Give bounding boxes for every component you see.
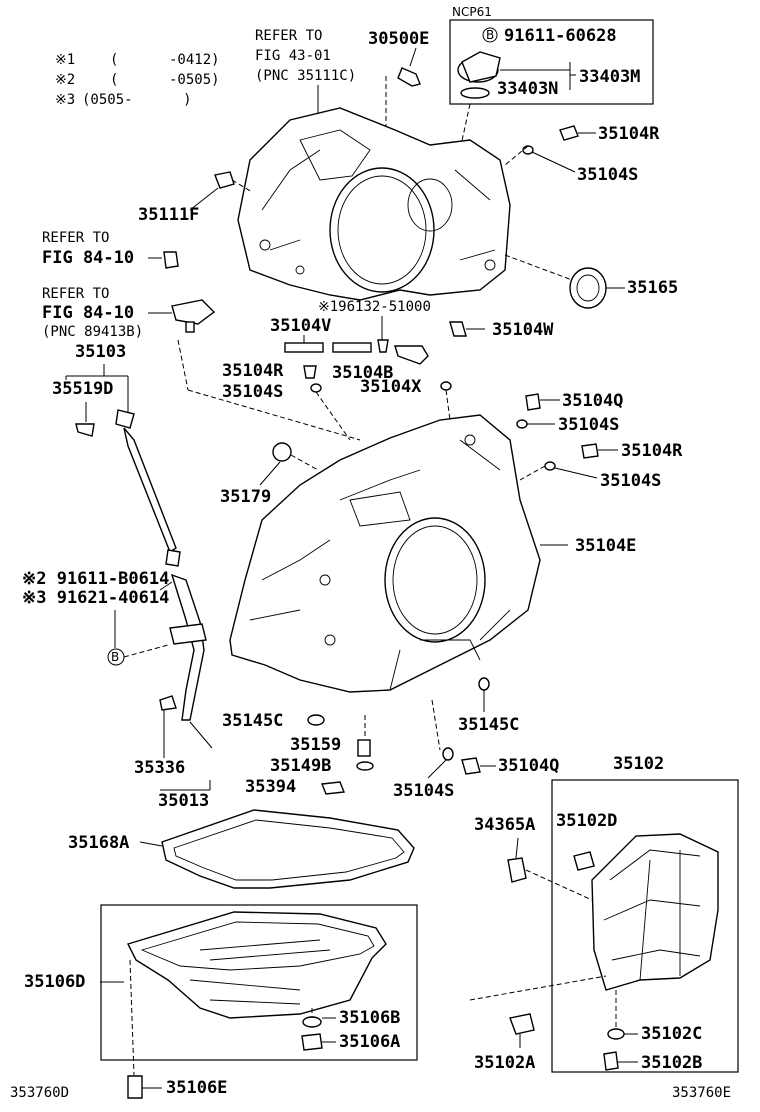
part-35102-box: 34365A 35102D 35102C 35102B 35102A bbox=[469, 779, 739, 1073]
part-speed-sensor bbox=[171, 299, 216, 333]
label-35336: 35336 bbox=[134, 758, 185, 778]
legend-range-1: ( -0412) bbox=[110, 52, 220, 68]
refer-fig84a-line2: FIG 84-10 bbox=[42, 248, 134, 268]
label-35106E: 35106E bbox=[166, 1078, 227, 1098]
label-35104S-top: 35104S bbox=[577, 165, 638, 185]
ncp61-box: NCP61 B 91611-60628 33403M 33403N bbox=[449, 5, 654, 151]
refer-fig84b-line1: REFER TO bbox=[42, 286, 109, 302]
label-35165: 35165 bbox=[627, 278, 678, 298]
label-35149B: 35149B bbox=[270, 756, 331, 776]
part-fig84a-bolt bbox=[163, 251, 179, 269]
label-35104R-top: 35104R bbox=[598, 124, 660, 144]
label-35104Q-bot: 35104Q bbox=[498, 756, 559, 776]
refer-fig43-line2: FIG 43-01 bbox=[255, 48, 331, 64]
part-35179: 35179 bbox=[220, 442, 319, 507]
part-35168A: 35168A bbox=[68, 809, 415, 889]
legend-range-3: (0505- ) bbox=[82, 92, 192, 108]
label-35102B: 35102B bbox=[641, 1053, 702, 1073]
refer-fig43-line3: (PNC 35111C) bbox=[255, 68, 356, 84]
label-35102A: 35102A bbox=[474, 1053, 535, 1073]
label-35104R-mid2: 35104R bbox=[621, 441, 683, 461]
label-35104E: 35104E bbox=[575, 536, 636, 556]
refer-fig84a: REFER TO FIG 84-10 bbox=[42, 230, 162, 268]
part-35106E: 35106E bbox=[127, 1075, 227, 1099]
label-35013: 35013 bbox=[158, 791, 209, 811]
upper-housing bbox=[237, 107, 511, 301]
part-35104Q-bot: 35104S 35104Q bbox=[393, 699, 559, 801]
label-35104R-mid: 35104R bbox=[222, 361, 284, 381]
label-35102: 35102 bbox=[613, 754, 664, 774]
label-35145C-l: 35145C bbox=[222, 711, 283, 731]
label-35104V: 35104V bbox=[270, 316, 331, 336]
label-35159: 35159 bbox=[290, 735, 341, 755]
callout-b-ncp: B bbox=[486, 28, 494, 42]
legend-mark-3: ※3 bbox=[55, 92, 75, 108]
label-35104S-mid: 35104S bbox=[222, 382, 283, 402]
callout-b: B bbox=[111, 650, 119, 664]
label-91621-40614: ※3 91621-40614 bbox=[22, 588, 169, 608]
label-35519D: 35519D bbox=[52, 379, 113, 399]
legend: ※1 ( -0412) ※2 ( -0505) ※3 (0505- ) bbox=[55, 52, 220, 108]
label-35104B: 35104B bbox=[332, 363, 393, 383]
footer-left-code: 353760D bbox=[10, 1085, 69, 1101]
refer-fig43: REFER TO FIG 43-01 (PNC 35111C) bbox=[255, 28, 356, 128]
oil-pan-box: 35106D 35106B 35106A bbox=[24, 904, 418, 1076]
part-35104W: 35104W bbox=[449, 320, 554, 340]
part-30500E: 30500E bbox=[368, 29, 429, 140]
label-33403M: 33403M bbox=[579, 67, 640, 87]
legend-range-2: ( -0505) bbox=[110, 72, 220, 88]
label-35168A: 35168A bbox=[68, 833, 129, 853]
legend-mark-1: ※1 bbox=[55, 52, 75, 68]
footer-right-code: 353760E bbox=[672, 1085, 731, 1101]
label-35104Q-mid: 35104Q bbox=[562, 391, 623, 411]
part-35145C-right: 35145C bbox=[458, 677, 519, 735]
label-35104S-bot: 35104S bbox=[393, 781, 454, 801]
label-35111F: 35111F bbox=[138, 205, 199, 225]
label-35104W: 35104W bbox=[492, 320, 554, 340]
legend-mark-2: ※2 bbox=[55, 72, 75, 88]
part-35111F: 35111F bbox=[138, 171, 253, 225]
label-35102D: 35102D bbox=[556, 811, 617, 831]
label-35394: 35394 bbox=[245, 777, 296, 797]
part-35104V: 35104V bbox=[270, 316, 429, 365]
part-35013: 35336 35013 bbox=[134, 573, 213, 811]
part-35165: 35165 bbox=[504, 254, 678, 309]
label-34365A: 34365A bbox=[474, 815, 535, 835]
label-91611-B0614: ※2 91611-B0614 bbox=[22, 569, 169, 589]
ncp61-label: NCP61 bbox=[452, 5, 492, 19]
label-30500E: 30500E bbox=[368, 29, 429, 49]
refer-fig84b-line3: (PNC 89413B) bbox=[42, 324, 143, 340]
label-35104S-mid2: 35104S bbox=[558, 415, 619, 435]
refer-fig43-line1: REFER TO bbox=[255, 28, 322, 44]
label-196132: ※196132-51000 bbox=[318, 299, 431, 315]
main-case: 35104E bbox=[229, 414, 636, 693]
label-35104S-mid3: 35104S bbox=[600, 471, 661, 491]
part-35103: 35103 35519D bbox=[52, 342, 181, 567]
label-35106D: 35106D bbox=[24, 972, 85, 992]
part-drain-parts: 35145C 35159 35149B 35394 bbox=[222, 711, 374, 797]
label-35102C: 35102C bbox=[641, 1024, 702, 1044]
label-35145C-r: 35145C bbox=[458, 715, 519, 735]
refer-fig84b: REFER TO FIG 84-10 (PNC 89413B) bbox=[42, 286, 172, 340]
label-35106B: 35106B bbox=[339, 1008, 400, 1028]
refer-fig84a-line1: REFER TO bbox=[42, 230, 109, 246]
label-35106A: 35106A bbox=[339, 1032, 400, 1052]
part-35104Q-mid: 35104Q 35104S 35104R 35104S bbox=[516, 391, 683, 491]
label-91611-60628: 91611-60628 bbox=[504, 26, 617, 46]
label-35104X: 35104X bbox=[360, 377, 422, 397]
label-35103: 35103 bbox=[75, 342, 126, 362]
label-35179: 35179 bbox=[220, 487, 271, 507]
refer-fig84b-line2: FIG 84-10 bbox=[42, 303, 134, 323]
label-33403N: 33403N bbox=[497, 79, 558, 99]
part-35104R-top: 35104R 35104S bbox=[504, 124, 660, 185]
